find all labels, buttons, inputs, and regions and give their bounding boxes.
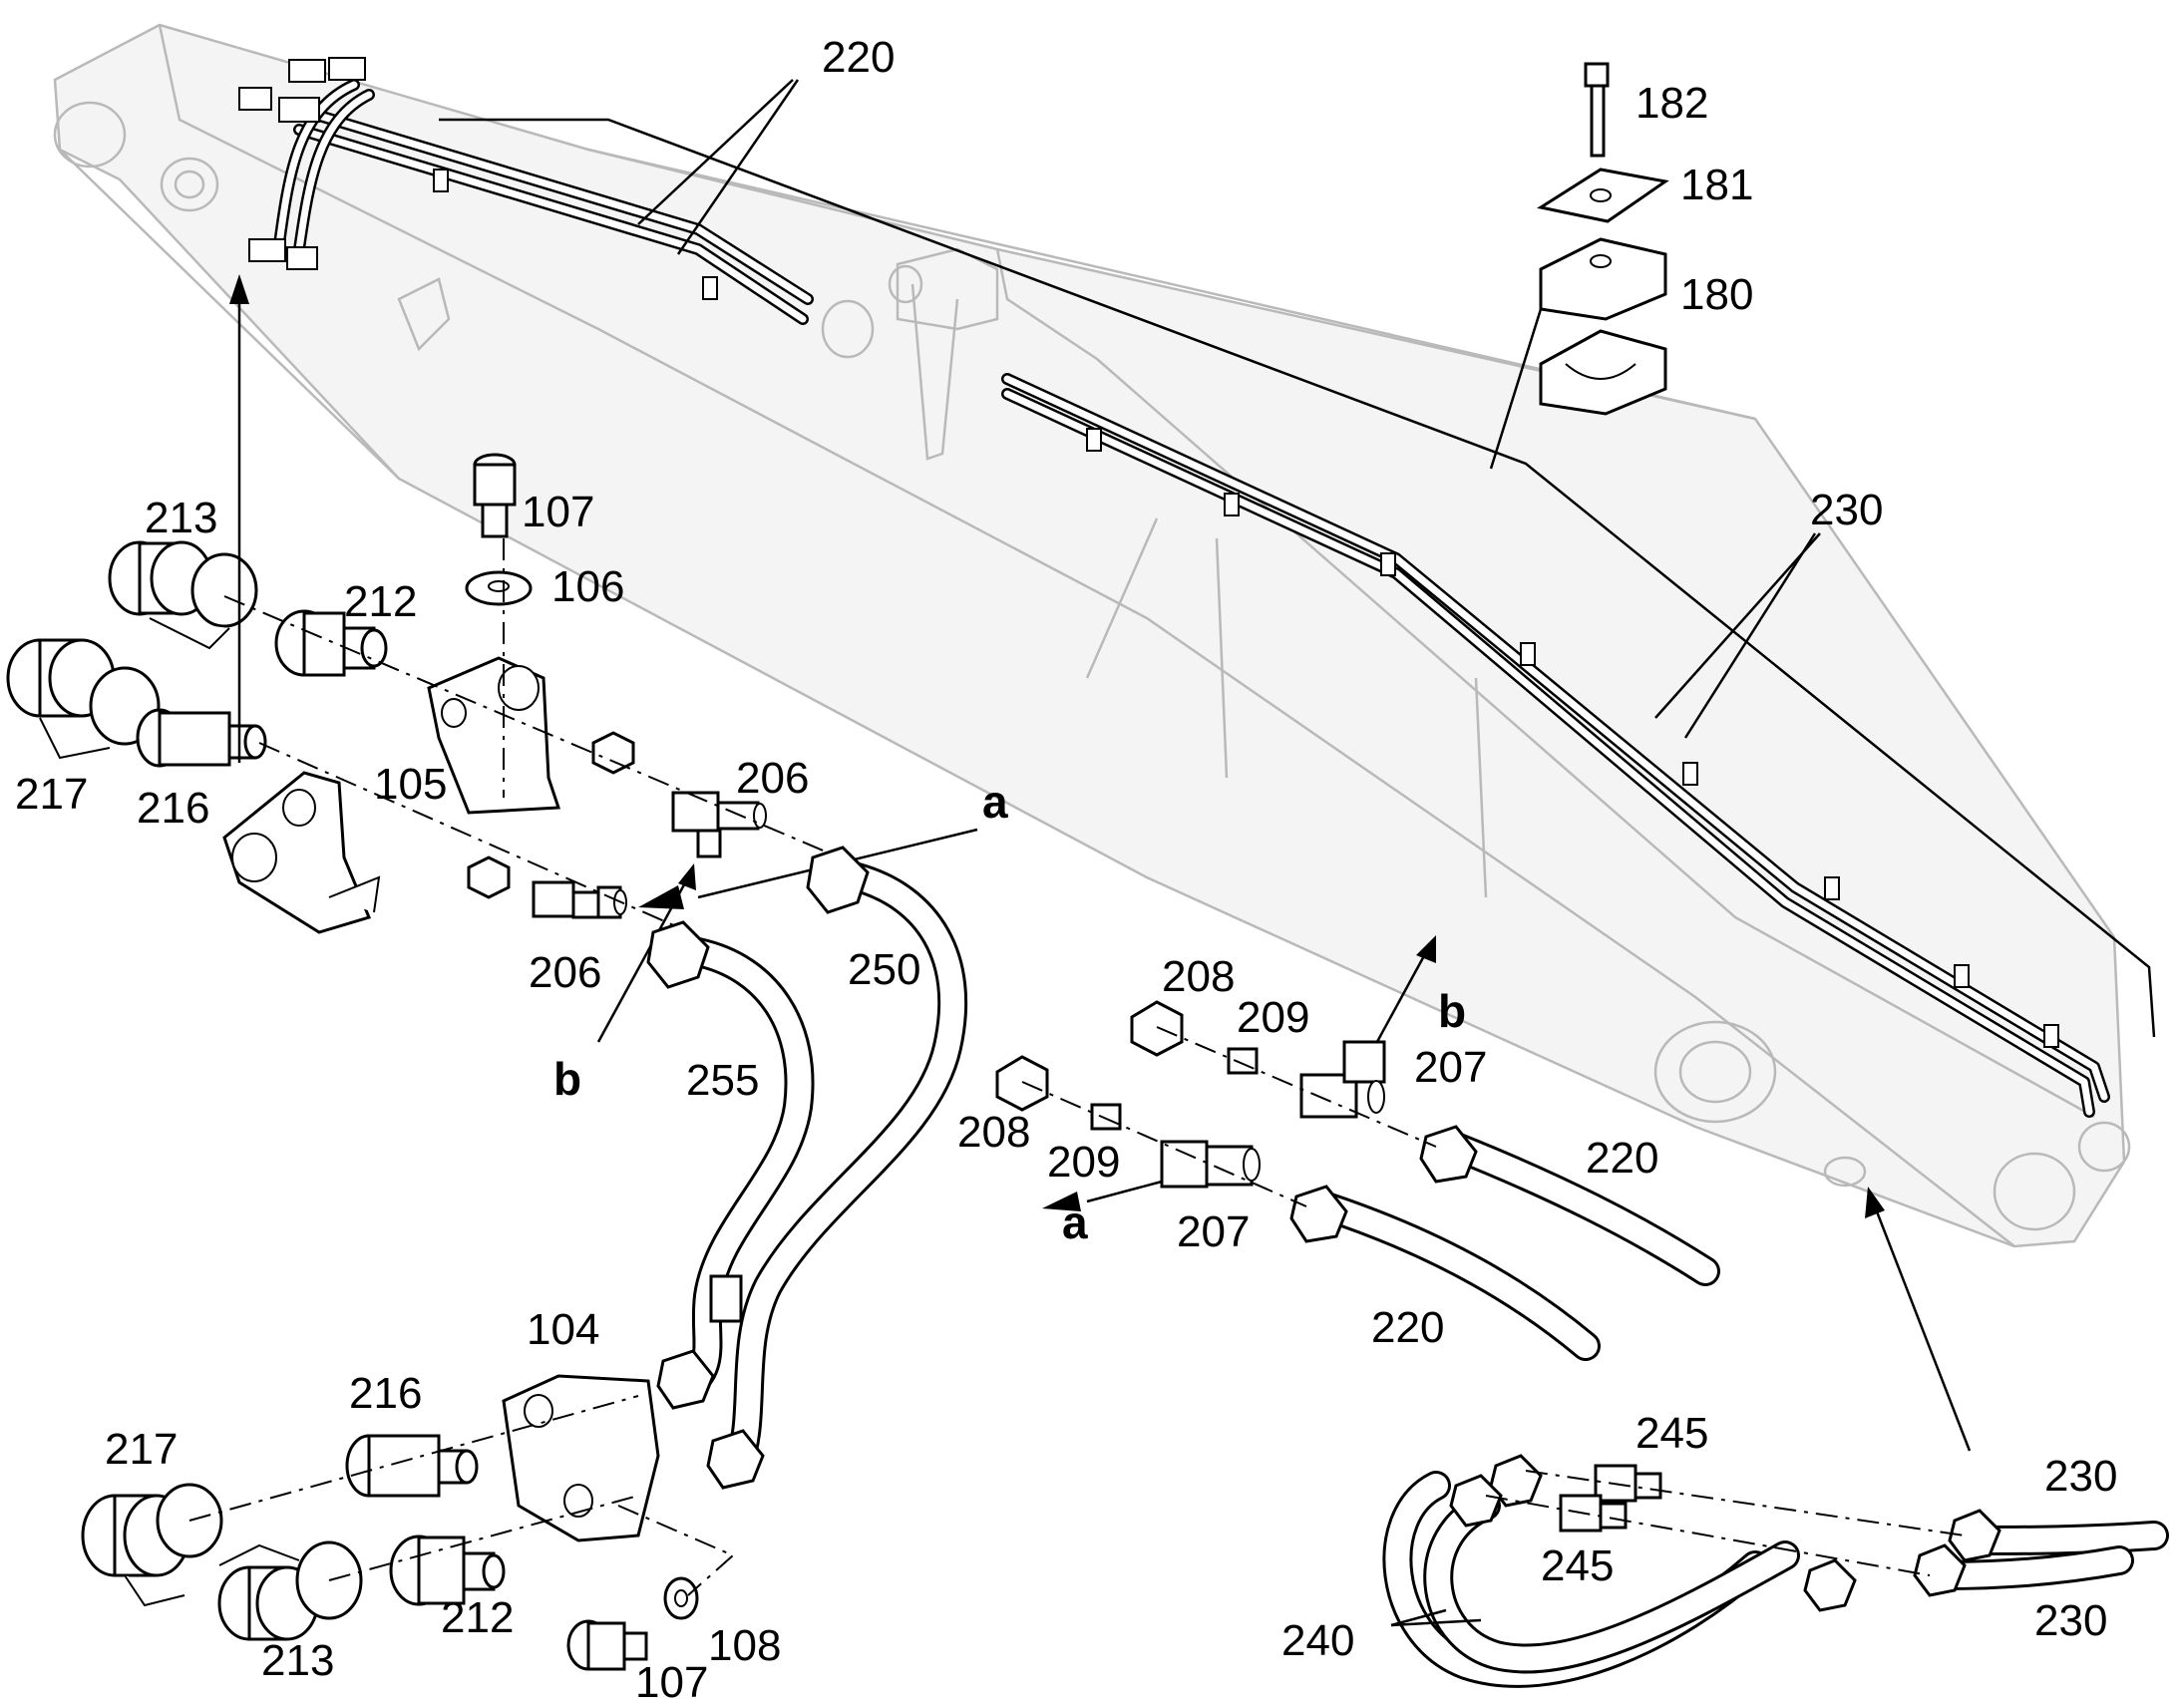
callout-213-top: 213 xyxy=(145,494,217,542)
sleeve-209-lower xyxy=(1090,1103,1122,1131)
callout-250: 250 xyxy=(848,945,920,994)
tee-206-upper xyxy=(671,791,767,858)
callout-213-bottom: 213 xyxy=(261,1636,334,1685)
callout-230-upper: 230 xyxy=(2044,1452,2117,1501)
hose-255 xyxy=(646,920,815,1490)
coupling-212-lower xyxy=(389,1535,506,1606)
washer-108 xyxy=(663,1576,699,1620)
callout-216-top: 216 xyxy=(137,784,209,833)
callout-220-lower-hose: 220 xyxy=(1371,1303,1444,1352)
clamp-leader-line xyxy=(1489,308,1543,470)
boom-outline xyxy=(53,23,2131,1248)
callout-206-upper: 206 xyxy=(736,754,809,803)
callout-180: 180 xyxy=(1680,270,1753,319)
callout-230-right: 230 xyxy=(1810,486,1883,534)
tee-207-upper xyxy=(1299,1040,1386,1119)
callout-208-lower: 208 xyxy=(957,1108,1030,1157)
dust-cap-213-lower xyxy=(217,1540,363,1641)
callout-240: 240 xyxy=(1281,1616,1354,1665)
callout-106: 106 xyxy=(551,562,624,611)
callout-104: 104 xyxy=(527,1305,599,1354)
callout-245-upper: 245 xyxy=(1635,1409,1708,1458)
nut-208-upper xyxy=(1130,1000,1184,1057)
dust-cap-217-lower xyxy=(81,1483,223,1607)
bolt-182 xyxy=(1584,62,1610,158)
hose-220-upper xyxy=(1419,1125,1720,1286)
nut-208-lower xyxy=(995,1055,1049,1112)
callout-220-upper-hose: 220 xyxy=(1586,1134,1658,1183)
upper-fitting-cluster xyxy=(238,57,366,270)
arrow-up-left xyxy=(229,274,249,763)
pipe-run-220 xyxy=(273,79,814,325)
arrow-b-left xyxy=(596,863,696,1043)
callout-181: 181 xyxy=(1680,161,1753,209)
hose-230-ends xyxy=(1913,1509,2169,1597)
coupling-216-upper xyxy=(136,708,267,768)
view-letters: a b b a xyxy=(553,776,1466,1248)
mounting-plate xyxy=(222,771,381,934)
letter-b-right: b xyxy=(1438,985,1466,1037)
hose-250 xyxy=(723,846,968,1481)
callout-217-bottom: 217 xyxy=(105,1425,178,1474)
arrow-a-upper xyxy=(638,828,978,909)
boom-construction-line-upper xyxy=(439,118,2156,1038)
assembly-axes-upper xyxy=(223,538,829,928)
coupling-216-lower xyxy=(345,1434,479,1498)
callout-206-lower: 206 xyxy=(529,948,601,997)
leader-lines xyxy=(637,79,1821,1627)
dust-cap-213-upper xyxy=(108,540,258,650)
callout-220-top: 220 xyxy=(822,33,895,82)
nipple-245-upper xyxy=(1594,1464,1662,1503)
callout-208-upper: 208 xyxy=(1162,952,1235,1001)
callout-209-upper: 209 xyxy=(1237,993,1309,1042)
sleeve-209-upper xyxy=(1227,1047,1259,1075)
callout-207-upper: 207 xyxy=(1414,1043,1487,1092)
callout-182: 182 xyxy=(1635,79,1708,128)
callout-207-lower: 207 xyxy=(1177,1207,1250,1256)
callout-107-top: 107 xyxy=(522,488,594,536)
nut-lower xyxy=(467,855,511,899)
arrow-a-lower xyxy=(1042,1180,1163,1211)
callout-217-top: 217 xyxy=(15,770,88,819)
callout-212-top: 212 xyxy=(344,577,417,626)
clamp-half-180-upper xyxy=(1539,237,1667,321)
callout-255: 255 xyxy=(686,1056,759,1105)
bracket-105 xyxy=(427,656,561,815)
dust-cap-217-upper xyxy=(6,638,161,760)
assembly-axes-right-middle xyxy=(1021,1026,1437,1207)
assembly-axes-lower xyxy=(188,1395,735,1596)
callout-230-lower: 230 xyxy=(2034,1596,2107,1645)
screw-107-top xyxy=(473,453,517,538)
callout-105: 105 xyxy=(374,760,447,809)
hose-220-lower xyxy=(1289,1185,1601,1361)
nut-upper xyxy=(591,731,635,775)
letter-b-left: b xyxy=(553,1053,581,1105)
callout-245-lower: 245 xyxy=(1541,1541,1614,1590)
assembly-axes-lower-right xyxy=(1485,1470,1966,1576)
callout-209-lower: 209 xyxy=(1047,1138,1120,1187)
callout-108: 108 xyxy=(708,1621,781,1670)
letter-a-top: a xyxy=(982,776,1008,828)
callout-labels: 220 182 181 180 230 213 107 106 212 217 … xyxy=(15,33,2117,1707)
screw-107-bottom xyxy=(566,1619,648,1671)
nipple-245-lower xyxy=(1559,1494,1628,1533)
arrow-right-up xyxy=(1865,1187,1972,1452)
tee-206-lower xyxy=(532,880,627,919)
plate-181 xyxy=(1537,168,1669,223)
callout-216-bottom: 216 xyxy=(349,1369,422,1418)
hose-240 xyxy=(1382,1454,1857,1688)
callout-107-bottom: 107 xyxy=(635,1658,708,1707)
washer-106 xyxy=(465,570,533,606)
clamp-assembly xyxy=(1537,62,1669,416)
pipe-run-230 xyxy=(1001,373,2110,1118)
letter-a-bottom: a xyxy=(1062,1196,1088,1248)
clamp-half-180-lower xyxy=(1539,329,1667,416)
callout-212-bottom: 212 xyxy=(441,1593,514,1642)
bracket-104 xyxy=(502,1374,660,1542)
